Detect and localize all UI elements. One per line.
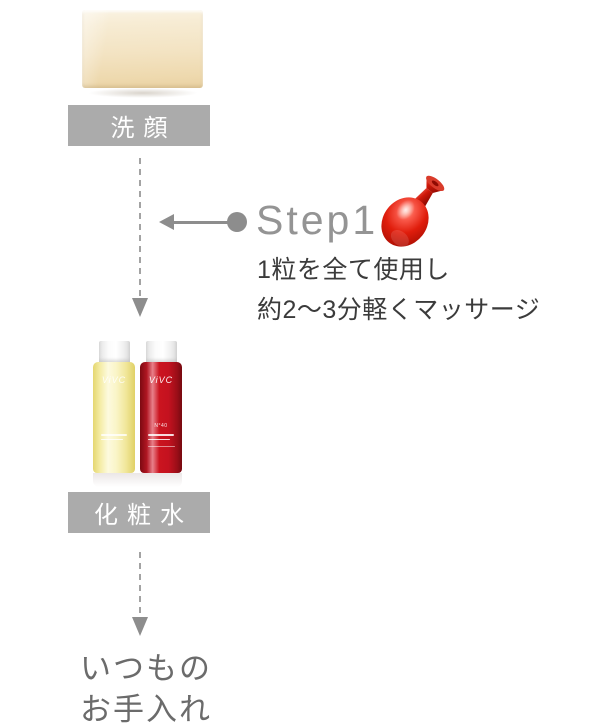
step1-title: Step1 (256, 197, 379, 243)
red-bottle-image: ViVC N°40 (140, 362, 182, 473)
down-arrowhead-icon-1 (132, 298, 148, 317)
yellow-bottle-label-line (101, 439, 123, 440)
dashed-connector-1 (139, 158, 141, 296)
wash-label-text: 洗顔 (110, 115, 177, 142)
final-step-text: いつもの お手入れ (80, 648, 212, 724)
final-step-line2: お手入れ (80, 692, 212, 724)
red-bottle-label-line (148, 434, 174, 436)
pointer-line (172, 221, 238, 224)
soap-shadow (88, 88, 198, 98)
bottles-reflection (93, 473, 182, 487)
yellow-bottle-brand: ViVC (101, 375, 127, 385)
soap-bar-image (82, 10, 203, 88)
left-arrowhead-icon (159, 214, 174, 230)
step1-desc-line1: 1粒を全て使用し (257, 256, 450, 284)
red-bottle-number: N°40 (154, 423, 168, 429)
yellow-bottle-label-line (101, 434, 127, 436)
red-bottle-label-line (148, 439, 170, 440)
step-label-lotion: 化粧水 (68, 492, 210, 533)
bullet-dot-icon (227, 212, 247, 232)
red-bottle-brand: ViVC (148, 375, 174, 385)
step1-desc-line2: 約2〜3分軽くマッサージ (257, 296, 541, 324)
down-arrowhead-icon-2 (132, 617, 148, 636)
dashed-connector-2 (139, 552, 141, 616)
red-bottle-label-line (148, 446, 175, 447)
final-step-line1: いつもの (80, 651, 212, 686)
red-capsule-image (381, 175, 445, 247)
step-label-wash: 洗顔 (68, 105, 210, 146)
yellow-bottle-image: ViVC (93, 362, 135, 473)
yellow-bottle-cap (99, 341, 130, 363)
red-bottle-cap (146, 341, 177, 363)
step1-description: 1粒を全て使用し 約2〜3分軽くマッサージ (257, 250, 540, 330)
lotion-label-text: 化粧水 (94, 502, 193, 529)
